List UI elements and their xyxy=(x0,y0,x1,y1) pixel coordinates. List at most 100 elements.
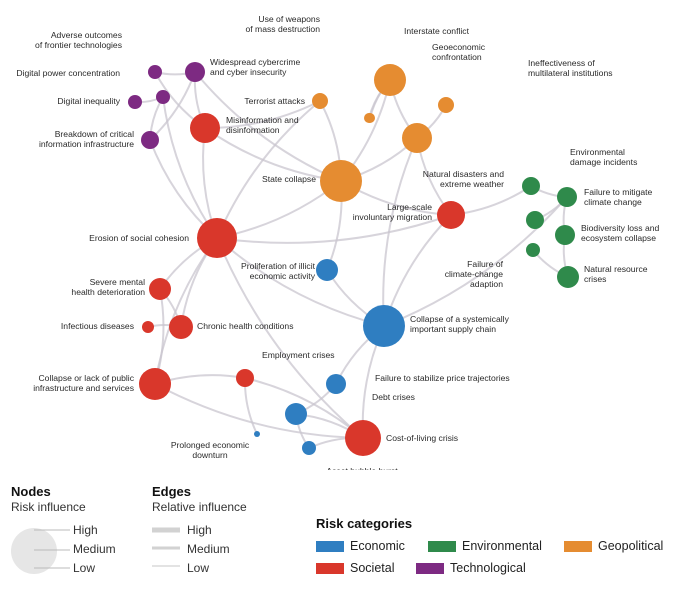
legend-nodes-title: Nodes xyxy=(11,484,51,499)
node-breakdown[interactable] xyxy=(141,131,159,149)
node-terrorist[interactable] xyxy=(312,93,328,109)
node-label-chronic: Chronic health conditions xyxy=(197,321,294,331)
legend-edge-low: Low xyxy=(187,561,210,575)
legend-category-label: Economic xyxy=(350,539,405,553)
node-biodiversity[interactable] xyxy=(555,225,575,245)
edge-erosion-supply xyxy=(216,237,385,327)
node-geoecon[interactable] xyxy=(402,123,432,153)
legend-edges-title: Edges xyxy=(152,484,192,499)
legend-category-label: Geopolitical xyxy=(598,539,664,553)
legend-categories-title: Risk categories xyxy=(316,516,413,531)
legend-node-high: High xyxy=(73,523,98,537)
node-downturn[interactable] xyxy=(254,431,260,437)
societal-swatch xyxy=(316,562,344,574)
legend-category-economic: Economic xyxy=(316,539,405,553)
edge-breakdown-cyber xyxy=(149,71,196,141)
legend-edge-high: High xyxy=(187,523,212,537)
node-ineffective[interactable] xyxy=(438,97,454,113)
node-bubble[interactable] xyxy=(302,441,316,455)
node-publicinfra[interactable] xyxy=(139,368,171,400)
node-adaption[interactable] xyxy=(526,243,540,257)
node-label-digpower: Digital power concentration xyxy=(16,68,120,78)
node-interstate[interactable] xyxy=(374,64,406,96)
node-label-costliving: Cost-of-living crisis xyxy=(386,433,458,443)
node-debt[interactable] xyxy=(285,403,307,425)
legend-category-label: Environmental xyxy=(462,539,542,553)
node-label-erosion: Erosion of social cohesion xyxy=(89,233,189,243)
legend-edges-subtitle: Relative influence xyxy=(152,500,247,514)
node-adverse[interactable] xyxy=(148,65,162,79)
geopolitical-swatch xyxy=(564,540,592,552)
legend-category-label: Societal xyxy=(350,561,395,575)
node-label-debt: Debt crises xyxy=(372,392,415,402)
node-price[interactable] xyxy=(326,374,346,394)
node-unl2[interactable] xyxy=(526,211,544,229)
node-employment[interactable] xyxy=(236,369,254,387)
legend-category-societal: Societal xyxy=(316,561,394,575)
node-misinfo[interactable] xyxy=(190,113,220,143)
legend-category-technological: Technological xyxy=(416,561,526,575)
edge-supply-mitigate xyxy=(383,196,568,327)
legend-node-low: Low xyxy=(73,561,96,575)
legend-edge-medium: Medium xyxy=(187,542,230,556)
legend-category-label: Technological xyxy=(450,561,526,575)
node-cyber[interactable] xyxy=(185,62,205,82)
environmental-swatch xyxy=(428,540,456,552)
node-mental[interactable] xyxy=(149,278,171,300)
node-costliving[interactable] xyxy=(345,420,381,456)
node-label-employment: Employment crises xyxy=(262,350,335,360)
node-erosion[interactable] xyxy=(197,218,237,258)
legend-category-geopolitical: Geopolitical xyxy=(564,539,663,553)
node-chronic[interactable] xyxy=(169,315,193,339)
node-label-diginequality: Digital inequality xyxy=(57,96,120,106)
node-mitigate[interactable] xyxy=(557,187,577,207)
node-label-terrorist: Terrorist attacks xyxy=(244,96,305,106)
node-migration[interactable] xyxy=(437,201,465,229)
edge-terrorist-erosion xyxy=(216,100,321,239)
node-natresource[interactable] xyxy=(557,266,579,288)
node-infectious[interactable] xyxy=(142,321,154,333)
node-envdamage[interactable] xyxy=(522,177,540,195)
node-unl1[interactable] xyxy=(364,113,374,123)
node-diginequality[interactable] xyxy=(156,90,170,104)
node-label-infectious: Infectious diseases xyxy=(61,321,134,331)
edge-erosion-migration xyxy=(216,214,452,244)
node-label-bubble: Asset bubble burst xyxy=(326,466,398,470)
node-label-interstate: Interstate conflict xyxy=(404,26,470,36)
node-supply[interactable] xyxy=(363,305,405,347)
node-label-statecollapse: State collapse xyxy=(262,174,316,184)
node-illicit[interactable] xyxy=(316,259,338,281)
legend-nodes-subtitle: Risk influence xyxy=(11,500,86,514)
legend-node-circle xyxy=(11,528,57,574)
legend-edge-widths xyxy=(152,527,180,567)
node-digpower[interactable] xyxy=(128,95,142,109)
technological-swatch xyxy=(416,562,444,574)
economic-swatch xyxy=(316,540,344,552)
edge-cyber-statecollapse xyxy=(194,71,342,182)
edge-publicinfra-costliving xyxy=(154,383,364,439)
node-statecollapse[interactable] xyxy=(320,160,362,202)
nodes-layer xyxy=(128,62,579,456)
legend-node-medium: Medium xyxy=(73,542,116,556)
legend-category-environmental: Environmental xyxy=(428,539,542,553)
legend-node-sizes xyxy=(11,528,70,574)
